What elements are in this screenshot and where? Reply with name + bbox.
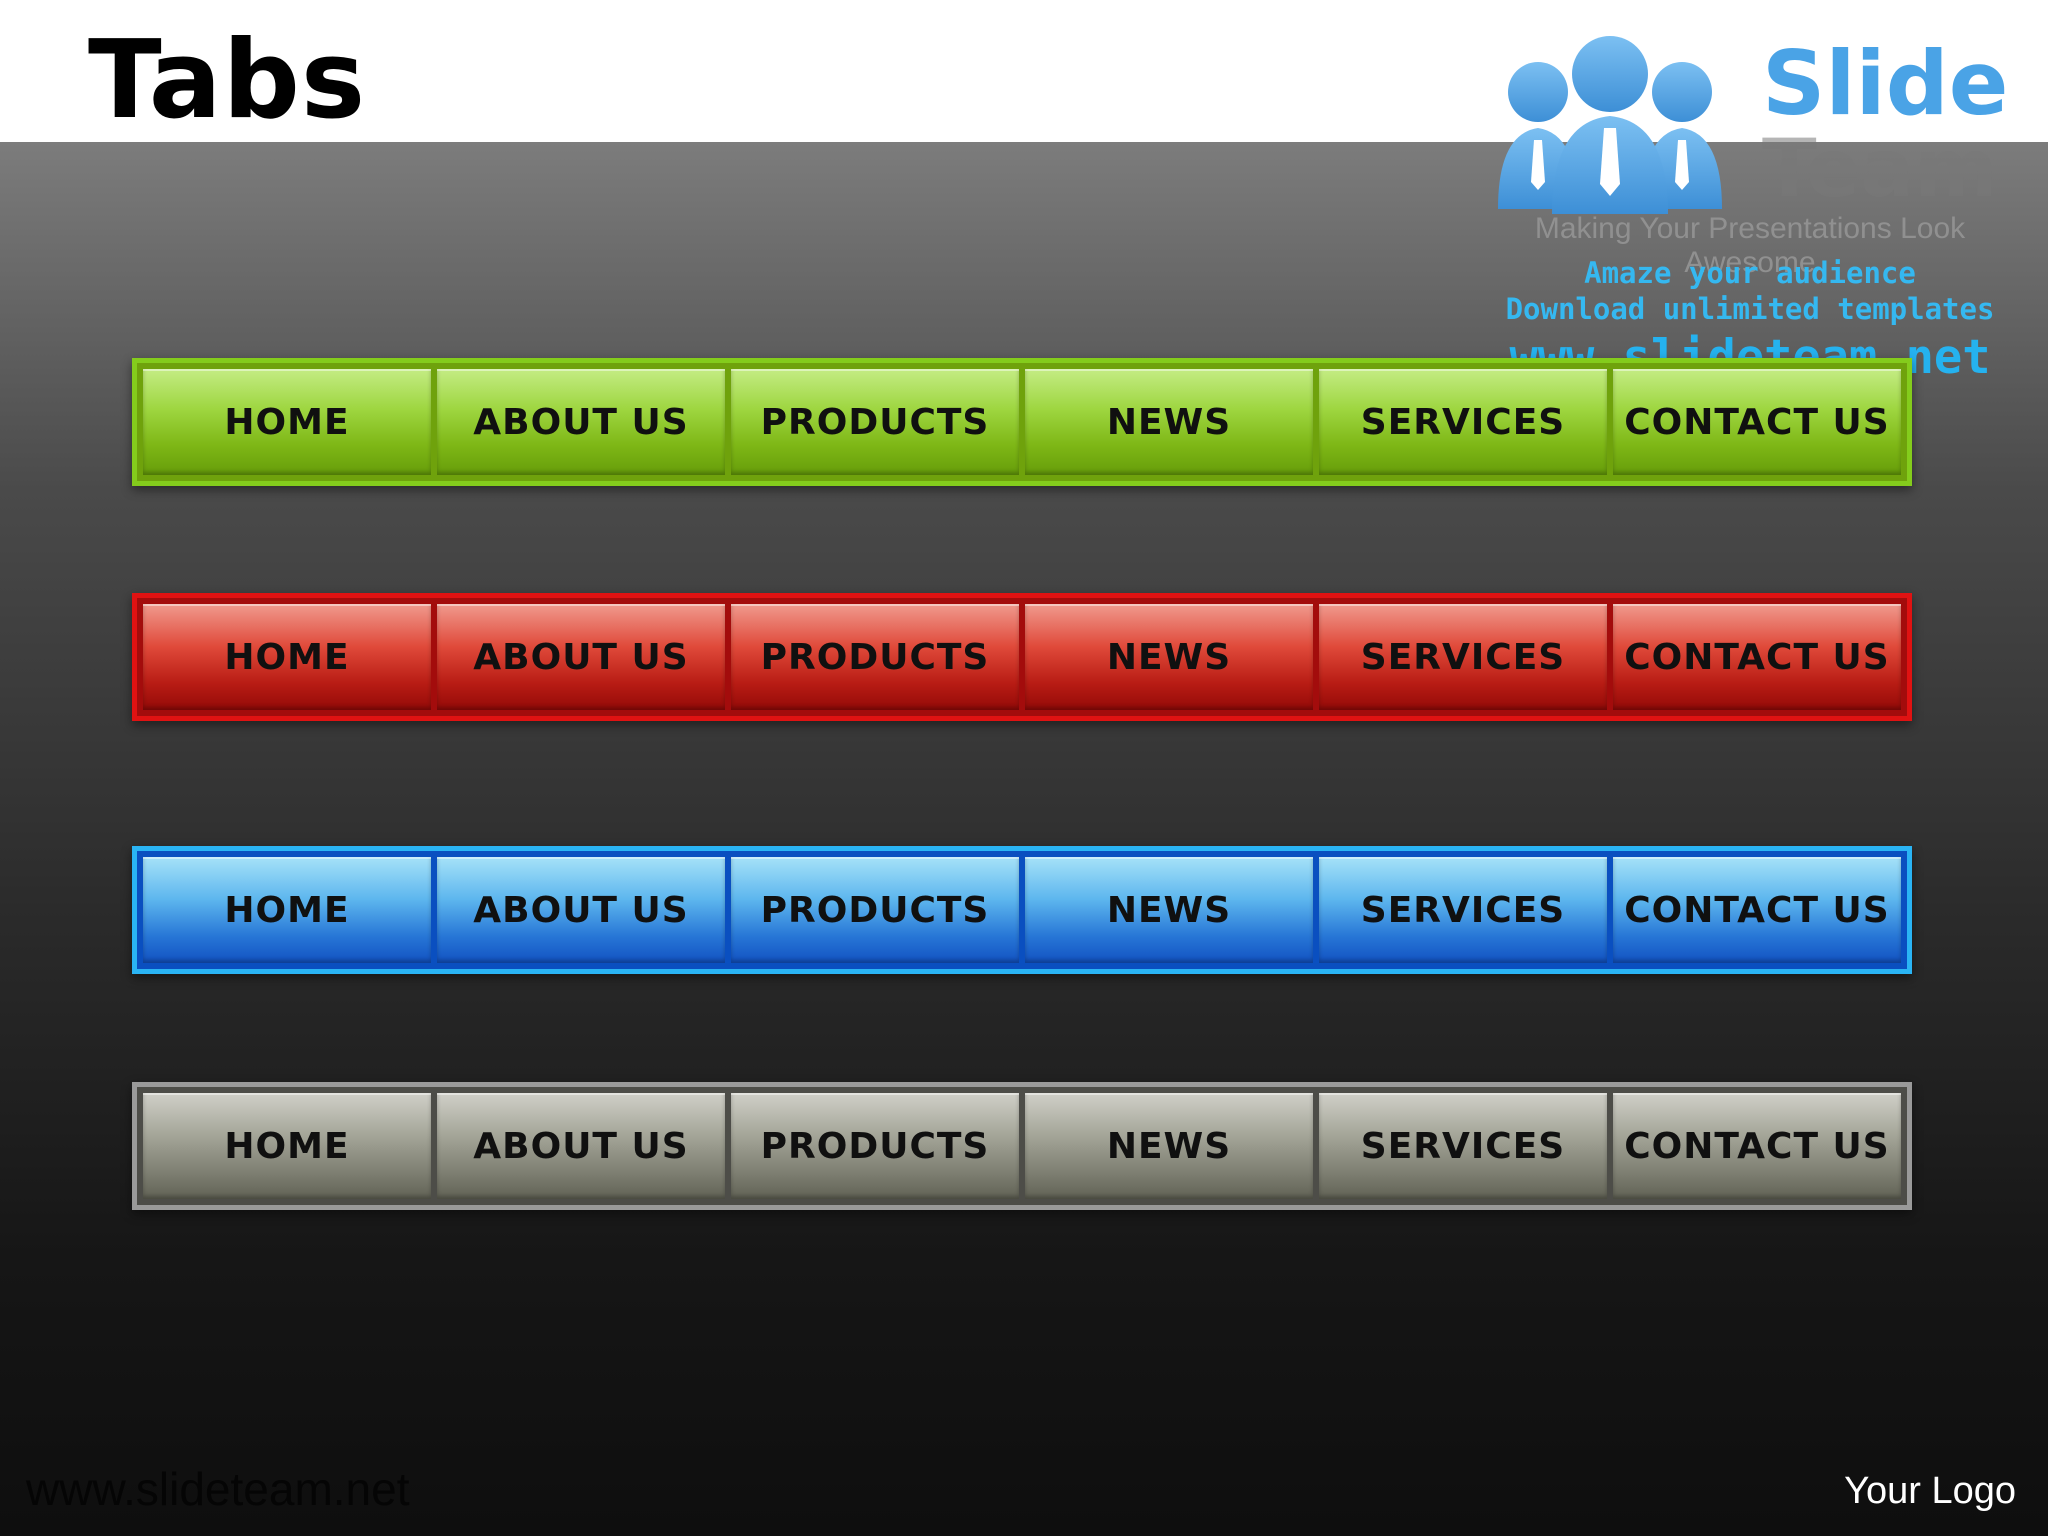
tab-contact-us[interactable]: CONTACT US: [1613, 1093, 1901, 1199]
tab-products[interactable]: PRODUCTS: [731, 1093, 1019, 1199]
tab-services[interactable]: SERVICES: [1319, 1093, 1607, 1199]
tab-bar-blue: HOME ABOUT US PRODUCTS NEWS SERVICES CON…: [132, 846, 1912, 974]
brand-name-slide: Slide: [1762, 32, 2009, 135]
tab-home[interactable]: HOME: [143, 604, 431, 710]
tab-services[interactable]: SERVICES: [1319, 604, 1607, 710]
tab-contact-us[interactable]: CONTACT US: [1613, 604, 1901, 710]
brand-promo-line1: Amaze your audience: [1584, 256, 1916, 290]
slide-title: Tabs: [88, 18, 367, 143]
tab-products[interactable]: PRODUCTS: [731, 604, 1019, 710]
tab-about-us[interactable]: ABOUT US: [437, 604, 725, 710]
tab-about-us[interactable]: ABOUT US: [437, 1093, 725, 1199]
brand-promo-line2: Download unlimited templates: [1505, 292, 1995, 326]
tab-about-us[interactable]: ABOUT US: [437, 369, 725, 475]
tab-news[interactable]: NEWS: [1025, 604, 1313, 710]
footer-url[interactable]: www.slideteam.net: [26, 1463, 410, 1515]
tab-bar-green: HOME ABOUT US PRODUCTS NEWS SERVICES CON…: [132, 358, 1912, 486]
tab-contact-us[interactable]: CONTACT US: [1613, 857, 1901, 963]
people-group-icon: [1498, 36, 1722, 214]
footer-logo-placeholder: Your Logo: [1844, 1470, 2016, 1512]
brand-name-team: Team: [1762, 122, 1998, 215]
tab-news[interactable]: NEWS: [1025, 857, 1313, 963]
tab-contact-us[interactable]: CONTACT US: [1613, 369, 1901, 475]
tab-about-us[interactable]: ABOUT US: [437, 857, 725, 963]
tab-news[interactable]: NEWS: [1025, 369, 1313, 475]
tab-bar-gray: HOME ABOUT US PRODUCTS NEWS SERVICES CON…: [132, 1082, 1912, 1210]
tab-home[interactable]: HOME: [143, 369, 431, 475]
tab-products[interactable]: PRODUCTS: [731, 857, 1019, 963]
tab-news[interactable]: NEWS: [1025, 1093, 1313, 1199]
brand-tagline: Making Your Presentations Look Awesome: [1534, 212, 1966, 279]
tab-home[interactable]: HOME: [143, 857, 431, 963]
brand-watermark: Slide Team Making Your Presentations Loo…: [1470, 14, 2030, 385]
tab-services[interactable]: SERVICES: [1319, 369, 1607, 475]
tab-services[interactable]: SERVICES: [1319, 857, 1607, 963]
slide-header: Tabs: [0, 0, 2048, 143]
tab-products[interactable]: PRODUCTS: [731, 369, 1019, 475]
tab-home[interactable]: HOME: [143, 1093, 431, 1199]
tab-bar-red: HOME ABOUT US PRODUCTS NEWS SERVICES CON…: [132, 593, 1912, 721]
